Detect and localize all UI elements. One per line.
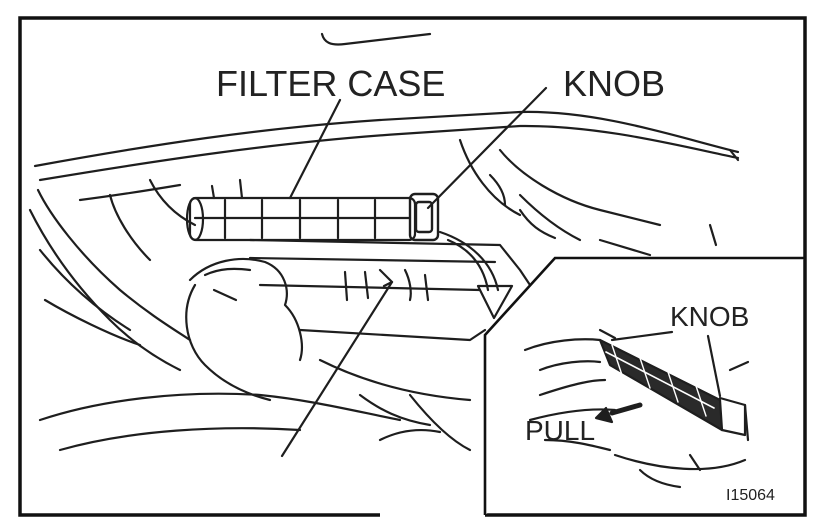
pull-arrow-main bbox=[438, 230, 514, 320]
leader-lines bbox=[280, 86, 548, 458]
leader-knob bbox=[426, 86, 548, 210]
pull-label: PULL bbox=[525, 415, 595, 446]
filter-case-label: FILTER CASE bbox=[216, 63, 445, 104]
knob-drawing bbox=[408, 192, 440, 242]
glove-box-illustration bbox=[28, 32, 740, 452]
leader-pointer-lower bbox=[280, 280, 394, 458]
leader-filter-case bbox=[288, 98, 342, 200]
knob-label-main: KNOB bbox=[563, 63, 665, 104]
figure-code: I15064 bbox=[726, 487, 775, 504]
inset-filter-drawing bbox=[523, 328, 750, 489]
knob-label-inset: KNOB bbox=[670, 301, 749, 332]
